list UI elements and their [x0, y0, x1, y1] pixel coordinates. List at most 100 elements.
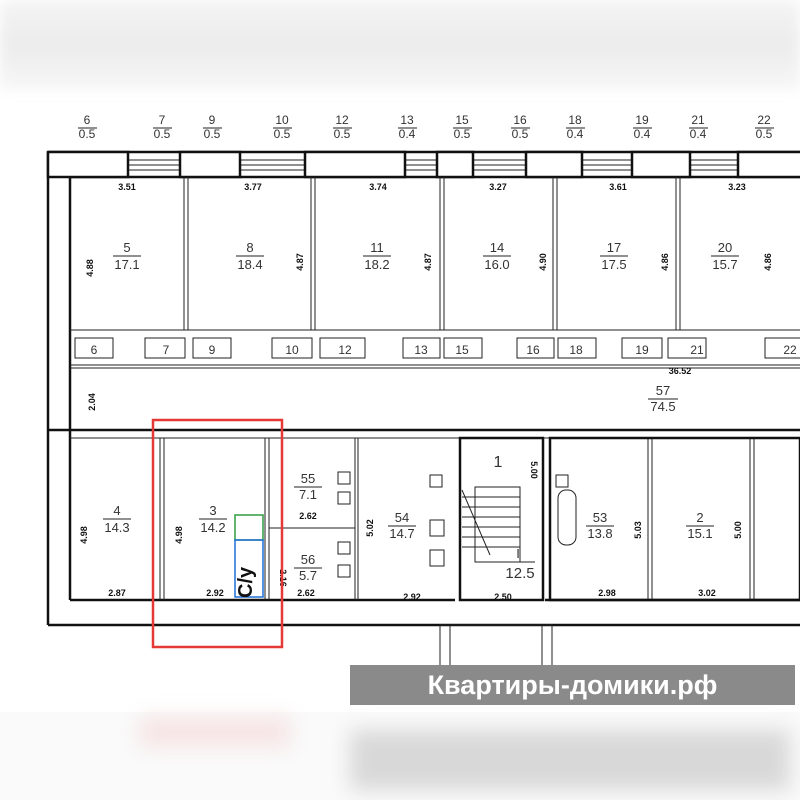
window-labels: 60.5 70.5 90.5 100.5 120.5 130.4 150.5 1… [78, 113, 774, 141]
plan-label: 12.5 [505, 565, 534, 582]
plan-label: 14 [490, 240, 504, 255]
window-label: 100.5 [273, 113, 292, 141]
plan-line [429, 519, 445, 537]
plan-line [46, 150, 130, 179]
plan-label: 5 [123, 240, 130, 255]
plan-label: 3.61 [609, 182, 627, 192]
closet-label: 10 [285, 343, 299, 357]
plan-line [667, 337, 707, 359]
plan-label: 13 [400, 113, 414, 127]
plan-label: 5.7 [299, 568, 317, 583]
plan-label: 9 [209, 113, 216, 127]
plan-label: 0.4 [690, 127, 707, 141]
plan-label: 11 [370, 240, 384, 255]
closet-label: 9 [209, 343, 216, 357]
closets: 6 7 9 10 12 13 15 16 18 19 21 22 [74, 337, 800, 359]
closet-label: 21 [690, 343, 704, 357]
plan-label: I [516, 546, 520, 561]
plan-label: 8 [246, 240, 253, 255]
closet-label: 22 [783, 343, 797, 357]
plan-line [234, 539, 264, 598]
plan-label: 16.0 [484, 257, 509, 272]
window-label: 180.4 [566, 113, 585, 141]
closet-label: 16 [526, 343, 540, 357]
plan-label: 12 [335, 113, 349, 127]
plan-label: 17.1 [114, 257, 139, 272]
plan-label: 6 [84, 113, 91, 127]
room-55: 557.12.62 [294, 471, 322, 521]
plan-label: 15 [455, 113, 469, 127]
plan-line [524, 150, 584, 179]
plan-line [621, 337, 663, 359]
closet-label: 12 [338, 343, 352, 357]
plan-line [402, 337, 441, 359]
plan-label: 0.5 [512, 127, 529, 141]
plan-label: 2.87 [108, 588, 126, 598]
plan-line [557, 337, 597, 359]
plan-label: 2.50 [494, 592, 512, 602]
window-label: 210.4 [689, 113, 708, 141]
bathroom-label: С/у [235, 566, 257, 598]
plan-label: 2.04 [87, 393, 97, 411]
plan-label: 21 [691, 113, 705, 127]
plan-label: 0.5 [274, 127, 291, 141]
plan-label: 5.02 [365, 519, 375, 537]
plan-label: 7 [159, 113, 166, 127]
plan-label: 0.4 [399, 127, 416, 141]
apartment-highlight [151, 418, 284, 649]
closet-label: 19 [635, 343, 649, 357]
closet-label: 6 [91, 343, 98, 357]
plan-line [555, 474, 569, 488]
plan-line [159, 438, 755, 600]
plan-label: 74.5 [650, 399, 675, 414]
window-label: 220.5 [755, 113, 774, 141]
room-3: 314.22.924.98 [174, 503, 227, 598]
plan-label: 3 [209, 503, 216, 518]
plan-line [458, 436, 545, 602]
plan-line [303, 150, 407, 179]
blurred-header [0, 0, 800, 90]
plan-line [70, 177, 800, 369]
window-label: 130.4 [398, 113, 417, 141]
plan-label: 3.27 [489, 182, 507, 192]
plan-label: 55 [301, 471, 315, 486]
window-label: 190.4 [633, 113, 652, 141]
plan-line [429, 549, 445, 567]
plan-label: 19 [635, 113, 649, 127]
plan-label: 18.4 [237, 257, 262, 272]
plan-label: 0.5 [756, 127, 773, 141]
plan-label: 5.00 [529, 461, 539, 479]
plan-line [516, 337, 555, 359]
watermark: Квартиры-домики.рф [350, 665, 795, 705]
plan-line [234, 514, 264, 541]
bottom-rooms: 414.32.874.98 314.22.924.98 557.12.62 56… [79, 454, 743, 602]
plan-label: 2.98 [598, 588, 616, 598]
plan-label: 15.7 [712, 257, 737, 272]
plan-line [337, 541, 351, 555]
plan-label: 15.1 [687, 526, 712, 541]
plan-label: 17.5 [601, 257, 626, 272]
plan-line [736, 150, 800, 179]
plan-label: 3.74 [369, 182, 387, 192]
plan-label: 14.3 [104, 520, 129, 535]
plan-label: 4.88 [85, 259, 95, 277]
plan-line [74, 337, 114, 359]
plan-label: 4.90 [538, 253, 548, 271]
plan-label: 0.5 [154, 127, 171, 141]
plan-line [474, 486, 521, 563]
plan-label: 4 [113, 503, 120, 518]
plan-label: 4.87 [295, 253, 305, 271]
plan-label: 10 [275, 113, 289, 127]
window-label: 70.5 [153, 113, 172, 141]
plan-label: 2.62 [299, 511, 317, 521]
room-4: 414.32.874.98 [79, 503, 131, 598]
plan-line [192, 337, 232, 359]
plan-label: 13.8 [587, 526, 612, 541]
plan-line [144, 337, 186, 359]
plan-label: 14.2 [200, 520, 225, 535]
